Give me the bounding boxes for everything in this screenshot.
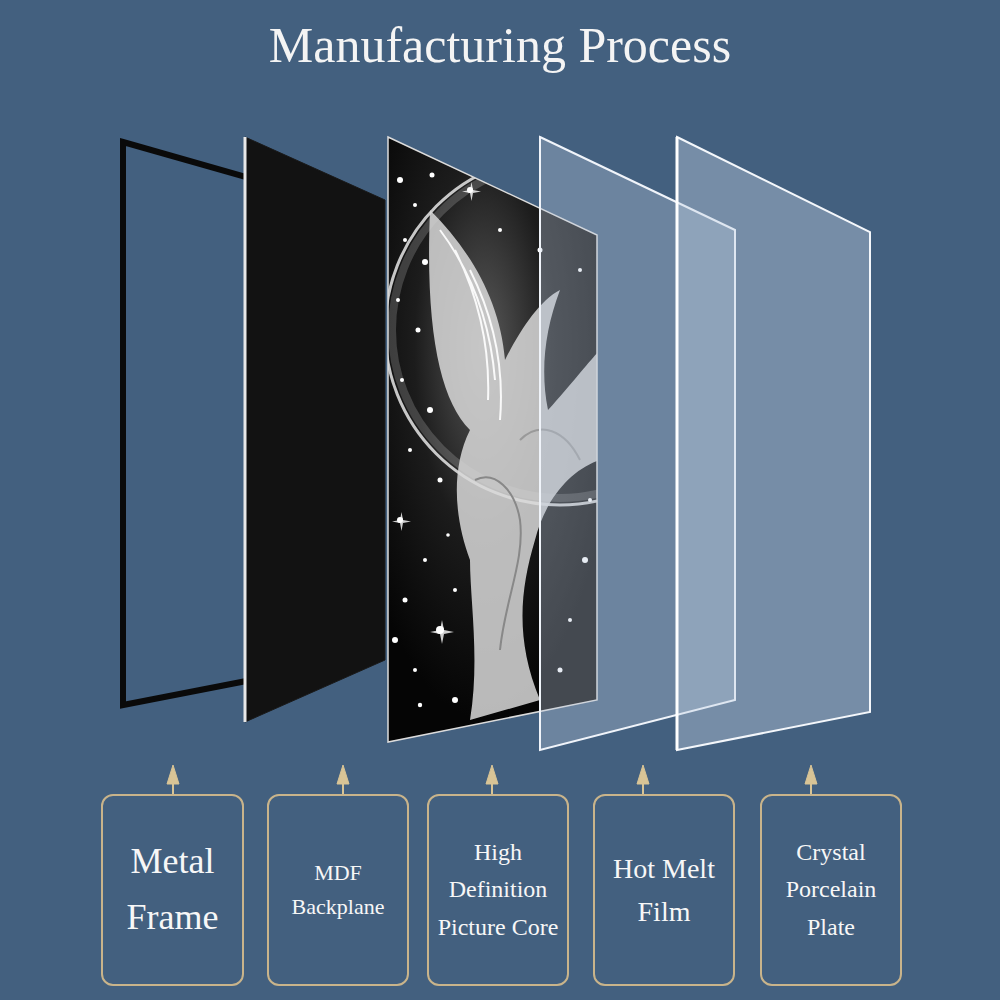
picture-core-layer [392,512,411,531]
layer-label: Hot Melt Film [603,847,725,934]
picture-core-layer [498,228,502,232]
picture-core-layer [392,637,398,643]
title: Manufacturing Process [0,14,1000,76]
picture-core-layer [408,448,412,452]
picture-core-layer [422,259,428,265]
label-box: Hot Melt Film [593,794,735,986]
layer-label: MDF Backplane [277,856,399,924]
picture-core-layer [453,588,457,592]
pointer-marks [337,765,349,784]
picture-core-layer [400,378,404,382]
picture-core-layer [446,533,450,537]
layer-label: Crystal Porcelain Plate [770,834,892,946]
picture-core-layer [418,703,422,707]
crystal-plate-layer [677,137,870,750]
crystal-plate-layer [677,137,870,750]
layer-label: Metal Frame [111,834,234,946]
picture-core-layer [397,177,403,183]
crystal-plate-layer [676,137,679,750]
picture-core-layer [440,230,501,420]
picture-core-layer [430,620,454,644]
label-box: High Definition Picture Core [427,794,569,986]
pointer-marks [637,765,649,784]
mdf-layer [245,137,385,722]
picture-core-layer [438,478,443,483]
picture-core-layer [392,182,481,644]
picture-core-layer [423,558,427,562]
picture-core-layer [427,407,433,413]
label-box: Crystal Porcelain Plate [760,794,902,986]
picture-core-layer [403,598,408,603]
mdf-layer [245,137,385,722]
label-box: MDF Backplane [267,794,409,986]
pointer-marks [167,765,179,784]
pointer-marks [805,765,817,784]
picture-core-layer [475,477,521,650]
label-box: Metal Frame [101,794,244,986]
layer-label: High Definition Picture Core [437,834,559,946]
mdf-layer [244,137,247,722]
picture-core-layer [416,328,421,333]
picture-core-layer [452,697,458,703]
pointer-marks [486,765,498,784]
picture-core-layer [430,173,435,178]
picture-core-layer [396,298,400,302]
picture-core-layer [403,238,407,242]
picture-core-layer [462,182,481,201]
picture-core-layer [453,158,457,162]
picture-core-layer [413,203,417,207]
pointer-marks [167,765,817,796]
picture-core-layer [413,668,417,672]
